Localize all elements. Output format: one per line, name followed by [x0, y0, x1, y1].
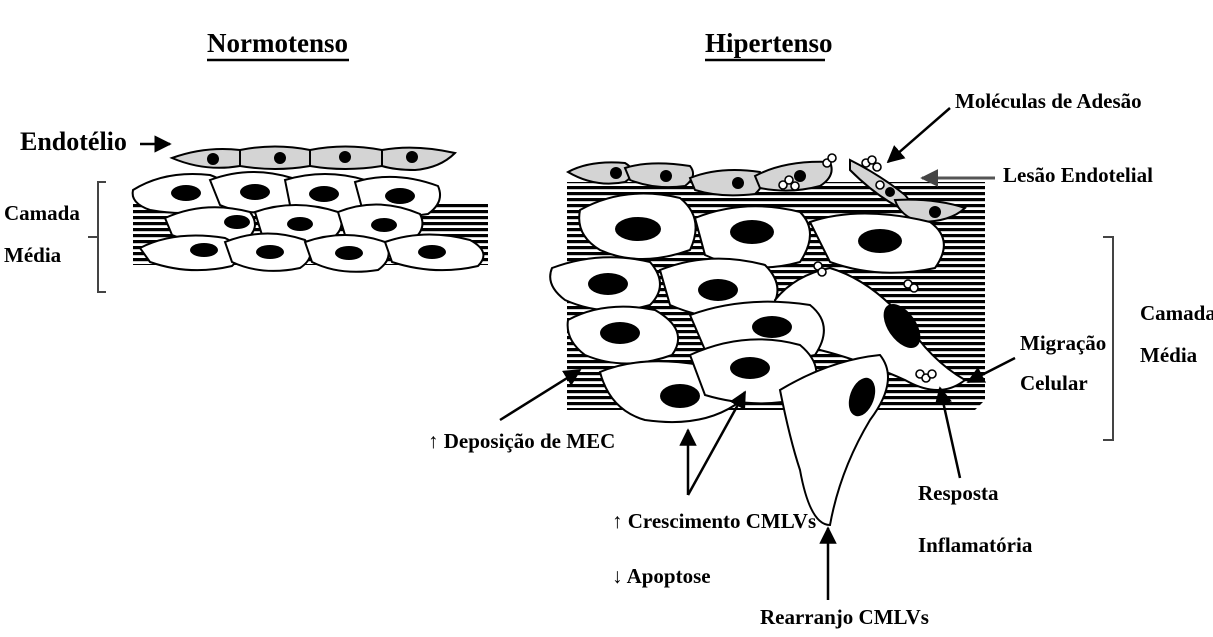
label-resposta: Resposta [918, 481, 999, 505]
right-smooth-muscle-cells [550, 194, 965, 525]
label-crescimento-cmlvs: ↑ Crescimento CMLVs [612, 509, 816, 533]
arrow-moleculas [888, 108, 950, 162]
label-migracao: Migração [1020, 331, 1106, 355]
title-normotenso: Normotenso [207, 28, 348, 58]
label-celular: Celular [1020, 371, 1088, 395]
title-hipertenso: Hipertenso [705, 28, 833, 58]
label-lesao-endotelial: Lesão Endotelial [1003, 163, 1153, 187]
bracket-left-media [98, 182, 106, 292]
label-media-right: Média [1140, 343, 1198, 367]
left-endothelium [172, 147, 455, 171]
label-media-left: Média [4, 243, 62, 267]
label-inflamatoria: Inflamatória [918, 533, 1033, 557]
label-camada-right: Camada [1140, 301, 1213, 325]
label-deposicao-mec: ↑ Deposição de MEC [428, 429, 615, 453]
label-apoptose: ↓ Apoptose [612, 564, 711, 588]
label-moleculas-adesao: Moléculas de Adesão [955, 89, 1142, 113]
label-camada-left: Camada [4, 201, 80, 225]
label-endotelio: Endotélio [20, 127, 127, 156]
label-rearranjo-cmlvs: Rearranjo CMLVs [760, 605, 929, 629]
